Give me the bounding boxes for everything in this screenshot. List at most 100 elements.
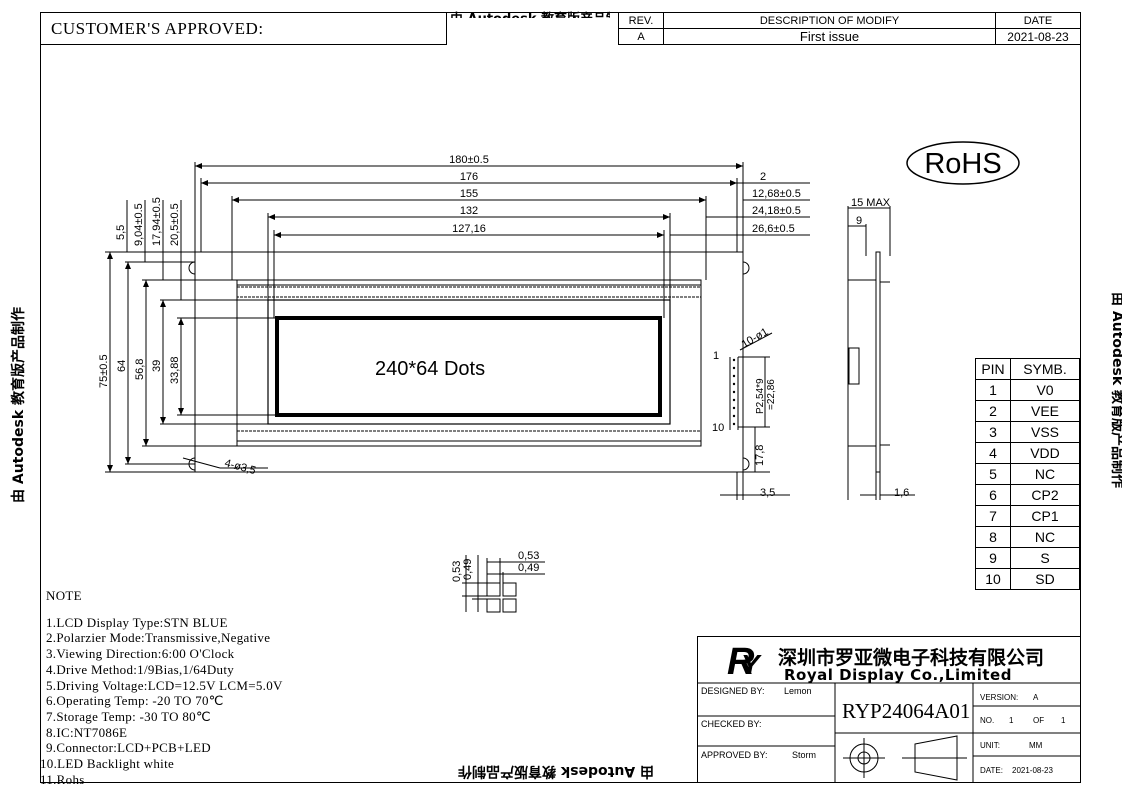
date-value: 2021-08-23 (1012, 766, 1053, 775)
pin-cell: 5 (975, 463, 1011, 485)
notes-title: NOTE (46, 588, 82, 603)
no-label: NO. (980, 716, 995, 725)
desc-value: First issue (663, 28, 996, 45)
bezel-outline (236, 279, 702, 447)
date-label: DATE: (980, 766, 1003, 775)
pin-cell: 8 (975, 526, 1011, 548)
dim-12-68: 12,68±0.5 (752, 188, 801, 200)
pin-dots (732, 358, 736, 426)
symb-header: SYMB. (1010, 358, 1080, 380)
pcb-outline (194, 251, 744, 473)
symb-cell: VSS (1010, 421, 1080, 443)
drawing-frame (40, 12, 1081, 783)
symb-cell: CP2 (1010, 484, 1080, 506)
dim-33-88: 33,88 (169, 356, 181, 384)
side-9: 9 (856, 215, 862, 227)
company-logo: R Y (727, 641, 762, 683)
dim-17-94: 17,94±0.5 (151, 197, 163, 246)
designed-label: DESIGNED BY: (701, 686, 765, 696)
of-label: OF (1033, 716, 1045, 725)
dot-detail (462, 555, 545, 613)
dim-3-5: 3,5 (760, 487, 775, 499)
pin-cell: 6 (975, 484, 1011, 506)
rohs-text: RoHS (924, 148, 1001, 180)
view-area (267, 299, 671, 425)
dim-64: 64 (116, 360, 128, 372)
dot-049-h: 0,49 (518, 562, 539, 574)
date-value: 2021-08-23 (995, 28, 1081, 45)
revision-table: REV. DESCRIPTION OF MODIFY DATE A First … (618, 12, 1081, 45)
pitch-note: P2,54*9 (755, 378, 766, 414)
note-item: 1.LCD Display Type:STN BLUE (46, 614, 228, 630)
svg-text:Y: Y (741, 649, 762, 680)
pin-cell: 10 (975, 568, 1011, 590)
symb-cell: NC (1010, 526, 1080, 548)
watermark-top: 由 Autodesk 教育版产品制作 (450, 8, 610, 18)
dim-17-8: 17,8 (754, 445, 766, 466)
dot-053-v: 0,53 (451, 561, 463, 582)
symb-cell: VEE (1010, 400, 1080, 422)
symb-cell: S (1010, 547, 1080, 569)
dim-39: 39 (151, 360, 163, 372)
unit-value: MM (1029, 741, 1043, 750)
title-block-grid: R Y (697, 641, 1081, 783)
dim-56-8: 56,8 (134, 359, 146, 380)
note-item: 10.LED Backlight white (40, 756, 175, 772)
active-area (275, 316, 662, 417)
symb-cell: CP1 (1010, 505, 1080, 527)
dim-26-6: 26,6±0.5 (752, 223, 795, 235)
dot-053-h: 0,53 (518, 550, 539, 562)
dim-155: 155 (460, 188, 478, 200)
note-item: 8.IC:NT7086E (46, 724, 128, 740)
approved-value: Storm (792, 750, 817, 760)
side-view (847, 206, 915, 500)
pin-cell: 7 (975, 505, 1011, 527)
pin-cell: 1 (975, 379, 1011, 401)
dim-24-18: 24,18±0.5 (752, 205, 801, 217)
pin-cell: 2 (975, 400, 1011, 422)
dim-9-04: 9,04±0.5 (133, 203, 145, 246)
pin-note: 10-ø1 (740, 326, 771, 351)
customer-approved-box: CUSTOMER'S APPROVED: (40, 12, 447, 45)
no-value: 1 (1009, 716, 1014, 725)
svg-text:R: R (727, 641, 755, 683)
pitch-total: =22,86 (766, 379, 777, 410)
display-label: 240*64 Dots (375, 358, 485, 380)
pin10-label: 10 (712, 422, 724, 434)
hole-note: 4-ø3,5 (223, 457, 257, 477)
of-value: 1 (1061, 716, 1066, 725)
pin-header: PIN (975, 358, 1011, 380)
note-item: 9.Connector:LCD+PCB+LED (46, 740, 211, 756)
approved-label: APPROVED BY: (701, 750, 768, 760)
part-number: RYP24064A01 (842, 699, 971, 723)
pin-cell: 9 (975, 547, 1011, 569)
pin-cell: 4 (975, 442, 1011, 464)
dim-176: 176 (460, 171, 478, 183)
dim-132: 132 (460, 205, 478, 217)
symb-cell: SD (1010, 568, 1080, 590)
note-item: 11.Rohs (40, 771, 85, 787)
symb-cell: V0 (1010, 379, 1080, 401)
projection-symbol (843, 735, 967, 781)
dim-127: 127,16 (452, 223, 486, 235)
note-item: 7.Storage Temp: -30 TO 80℃ (46, 708, 211, 724)
note-item: 5.Driving Voltage:LCD=12.5V LCM=5.0V (46, 677, 283, 693)
note-item: 2.Polarzier Mode:Transmissive,Negative (46, 630, 271, 646)
pin1-label: 1 (713, 350, 719, 362)
title-block: R Y 深圳市罗亚微电子科技有限公司 Royal Display Co.,Lim… (697, 636, 1081, 783)
note-item: 4.Drive Method:1/9Bias,1/64Duty (46, 661, 235, 677)
dot-049-v: 0,49 (462, 559, 474, 580)
dim-20-5: 20,5±0.5 (169, 203, 181, 246)
pin-cell: 3 (975, 421, 1011, 443)
version-label: VERSION: (980, 693, 1019, 702)
company-name-en: Royal Display Co.,Limited (784, 666, 1012, 684)
